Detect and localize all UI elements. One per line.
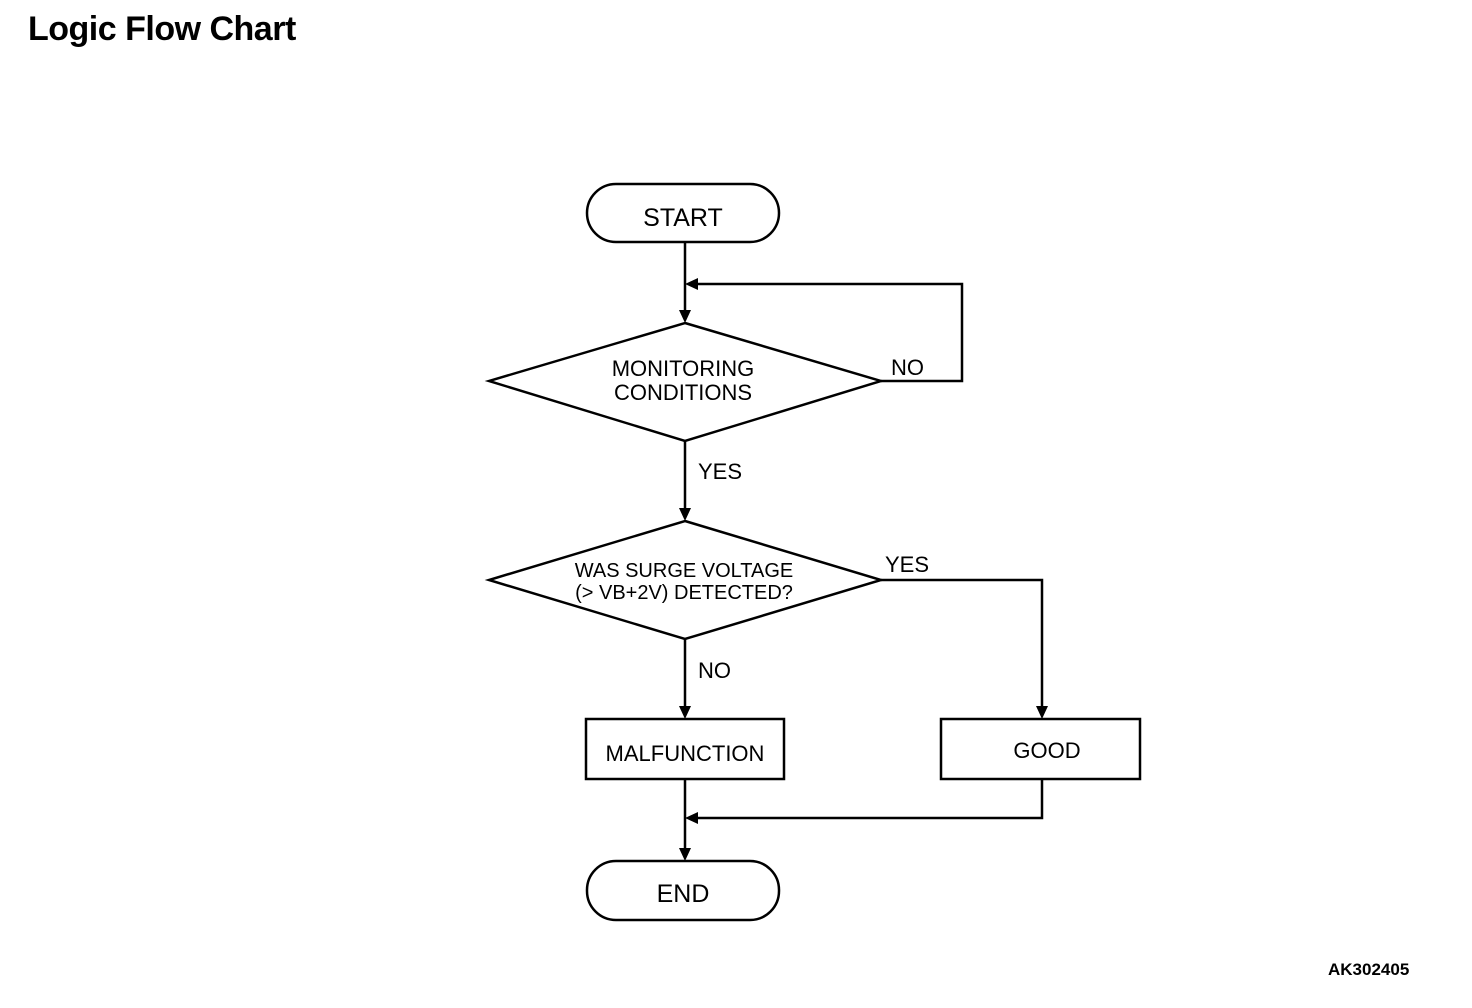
end-terminal	[585, 859, 781, 922]
arrowhead	[685, 812, 698, 824]
arrowhead	[1036, 706, 1048, 719]
arrowhead	[685, 278, 698, 290]
connector-surge-yes	[881, 578, 1044, 708]
monitoring-label-line1: MONITORING	[612, 356, 755, 381]
malfunction-box	[584, 717, 786, 781]
arrowhead	[679, 848, 691, 861]
surge-label-line2: (> VB+2V) DETECTED?	[575, 582, 793, 604]
good-box	[939, 717, 1142, 781]
surge-yes-label: YES	[885, 552, 929, 577]
monitoring-no-label: NO	[891, 355, 924, 380]
monitoring-label-line2: CONDITIONS	[614, 380, 752, 405]
connector-good-to-end	[695, 779, 1044, 820]
good-label: GOOD	[1013, 738, 1080, 763]
reference-code: AK302405	[1328, 960, 1410, 979]
arrowhead	[679, 706, 691, 719]
arrowhead	[679, 508, 691, 521]
end-label: END	[657, 880, 710, 908]
page-title: Logic Flow Chart	[28, 10, 296, 48]
start-terminal	[585, 182, 781, 244]
malfunction-label: MALFUNCTION	[606, 741, 765, 766]
arrowhead	[679, 310, 691, 323]
surge-label-line1: WAS SURGE VOLTAGE	[575, 560, 794, 582]
monitoring-yes-label: YES	[698, 459, 742, 484]
surge-no-label: NO	[698, 658, 731, 683]
start-label: START	[643, 204, 723, 232]
connector-monitoring-no-loop	[695, 282, 964, 383]
